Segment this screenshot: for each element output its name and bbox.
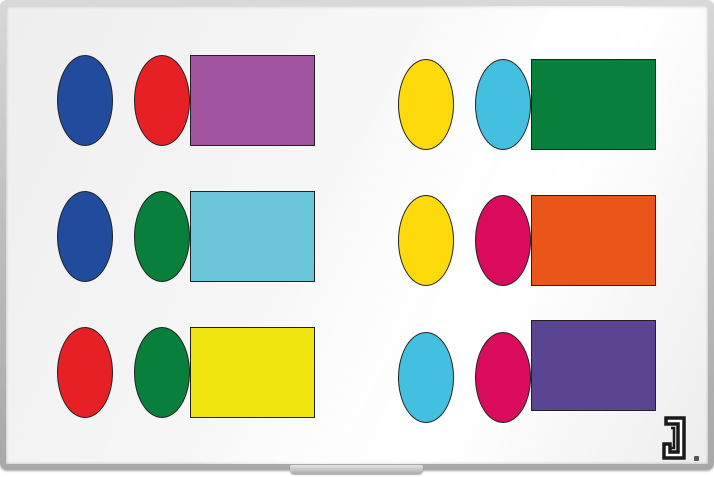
- left-row-3-rect-3: [190, 327, 315, 418]
- right-row-2-rect-3: [531, 195, 656, 286]
- left-row-2-rect-3: [190, 191, 315, 282]
- left-row-3-oval-2: [134, 327, 190, 418]
- right-row-3-rect-3: [531, 320, 656, 411]
- left-row-1-oval-1: [57, 55, 113, 146]
- left-row-3-oval-1: [57, 327, 113, 418]
- left-row-1-rect-3: [190, 55, 315, 146]
- right-row-1-rect-3: [531, 59, 656, 150]
- brand-mark-dot: [694, 456, 699, 461]
- right-row-3-oval-1: [398, 332, 454, 423]
- left-row-2-oval-2: [134, 191, 190, 282]
- right-row-1-oval-1: [398, 59, 454, 150]
- right-row-3-oval-2: [475, 332, 531, 423]
- pen-tray: [290, 465, 423, 474]
- brand-logo-icon: [662, 416, 686, 460]
- right-row-2-oval-1: [398, 195, 454, 286]
- right-row-1-oval-2: [475, 59, 531, 150]
- left-row-1-oval-2: [134, 55, 190, 146]
- left-row-2-oval-1: [57, 191, 113, 282]
- right-row-2-oval-2: [475, 195, 531, 286]
